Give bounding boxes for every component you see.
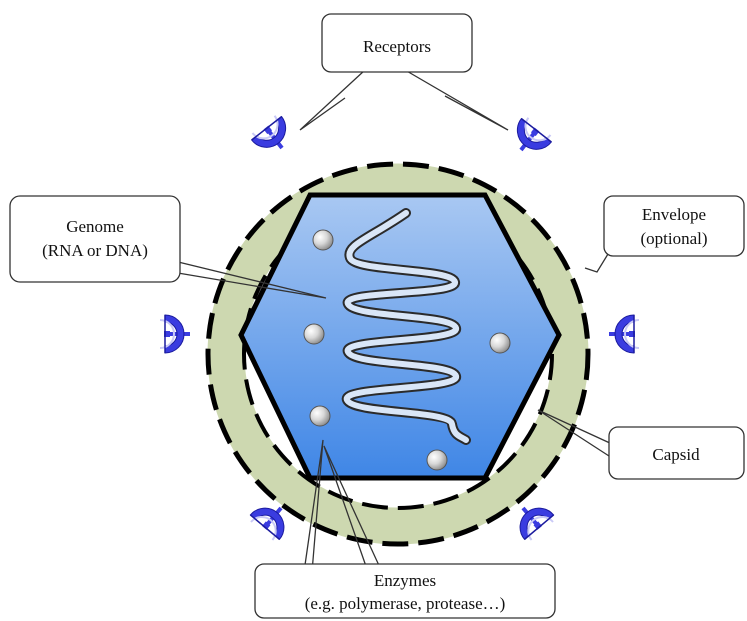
callout-genome: Genome (RNA or DNA): [10, 196, 180, 282]
receptor-icon: [609, 315, 639, 353]
enzymes-sublabel: (e.g. polymerase, protease…): [305, 594, 506, 613]
enzyme-particle-icon: [310, 406, 330, 426]
receptor-icon: [160, 315, 190, 353]
genome-label: Genome: [66, 217, 124, 236]
callout-capsid: Capsid: [609, 427, 744, 479]
receptor-icon: [506, 115, 554, 162]
callout-enzymes: Enzymes (e.g. polymerase, protease…): [255, 564, 555, 618]
enzyme-particle-icon: [313, 230, 333, 250]
enzyme-particle-icon: [304, 324, 324, 344]
envelope-callout-line: [585, 254, 608, 272]
envelope-label: Envelope: [642, 205, 706, 224]
envelope-sublabel: (optional): [640, 229, 707, 248]
callout-receptors: Receptors: [322, 14, 472, 72]
capsid-label: Capsid: [652, 445, 700, 464]
receptors-callout-line: [300, 70, 365, 130]
callout-envelope: Envelope (optional): [604, 196, 744, 256]
enzymes-label: Enzymes: [374, 571, 436, 590]
enzyme-particle-icon: [427, 450, 447, 470]
receptors-label: Receptors: [363, 37, 431, 56]
enzyme-particle-icon: [490, 333, 510, 353]
genome-sublabel: (RNA or DNA): [42, 241, 148, 260]
receptor-icon: [249, 113, 297, 160]
